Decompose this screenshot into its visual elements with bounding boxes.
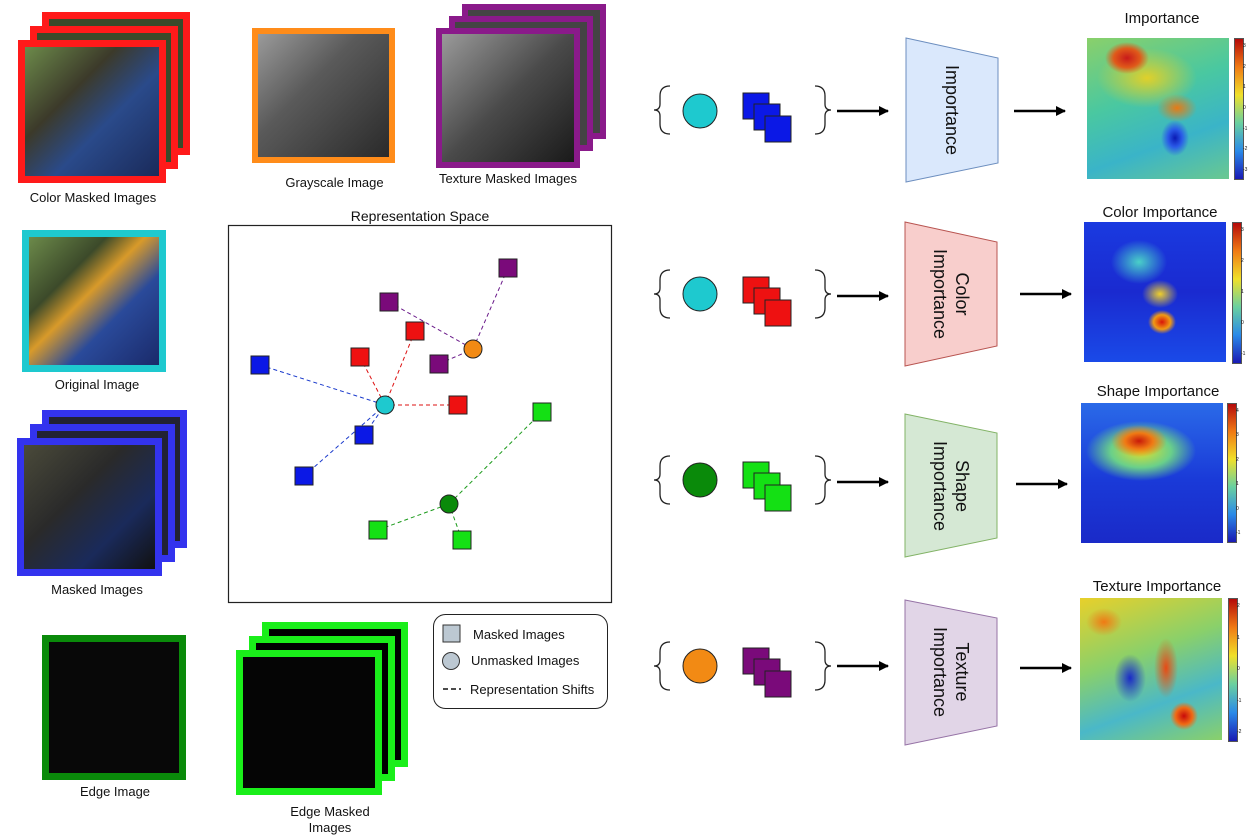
- colorbar-tick-label: -1: [1237, 697, 1242, 704]
- colorbar-tick-label: -3: [1243, 167, 1248, 173]
- heatmap-texture: [1080, 598, 1222, 740]
- green-square: [368, 520, 388, 540]
- heatmap-title-texture: Texture Importance: [1092, 578, 1222, 595]
- edge-label: Edge Image: [79, 784, 151, 799]
- green-square: [452, 530, 472, 550]
- pipeline-row-texture: [653, 599, 1072, 746]
- colorbar-tick-label: 2: [1243, 63, 1246, 70]
- representation-space-title: Representation Space: [350, 208, 490, 224]
- colorbar-tick-label: 2: [1241, 258, 1244, 264]
- colorbar-ticks-shape: 4 3 2 1 0 -1: [1236, 403, 1251, 541]
- texture-masked-label: Texture Masked Images: [438, 171, 577, 186]
- colorbar-tick-label: 1: [1236, 481, 1239, 488]
- colorbar-shape: [1227, 403, 1237, 543]
- grayscale-label: Grayscale Image: [285, 175, 384, 190]
- green-square: [532, 402, 552, 422]
- red-square: [350, 347, 370, 367]
- heatmap-importance: [1087, 38, 1229, 179]
- colorbar-tick-label: -1: [1241, 351, 1246, 357]
- block-label-importance: Importance: [942, 64, 962, 156]
- colorbar-ticks-color: 3 2 1 0 -1: [1241, 222, 1256, 362]
- colorbar-tick-label: 1: [1241, 289, 1244, 295]
- cyan-circle: [375, 395, 395, 415]
- heatmap-title-shape: Shape Importance: [1096, 383, 1220, 400]
- legend-unmasked: Unmasked Images: [471, 653, 580, 668]
- colorbar-tick-label: -2: [1237, 729, 1242, 735]
- purple-square: [498, 258, 518, 278]
- red-square: [448, 395, 468, 415]
- colorbar-tick-label: 2: [1236, 456, 1239, 463]
- colorbar-tick-label: 2: [1237, 603, 1240, 609]
- colorbar-texture: [1228, 598, 1238, 742]
- colorbar-importance: [1234, 38, 1244, 180]
- block-label-color: Color Importance: [930, 248, 972, 340]
- colorbar-tick-label: 3: [1236, 432, 1239, 439]
- colorbar-ticks-importance: 3 2 1 0 -1 -2 -3: [1243, 38, 1256, 178]
- colorbar-tick-label: 0: [1243, 105, 1246, 111]
- legend-box: [433, 614, 608, 709]
- pipeline-row-importance: [653, 37, 1066, 183]
- legend-masked: Masked Images: [473, 627, 565, 642]
- color-masked-label: Color Masked Images: [29, 190, 157, 205]
- heatmap-shape: [1081, 403, 1223, 543]
- legend-shift: Representation Shifts: [470, 682, 595, 697]
- purple-square: [379, 292, 399, 312]
- block-label-texture: Texture Importance: [930, 626, 972, 718]
- colorbar-tick-label: 1: [1237, 634, 1240, 641]
- colorbar-tick-label: 1: [1243, 84, 1246, 91]
- colorbar-tick-label: 3: [1243, 43, 1246, 49]
- colorbar-tick-label: 0: [1236, 505, 1239, 512]
- block-label-shape: Shape Importance: [930, 440, 972, 532]
- parrot-image: [18, 40, 166, 183]
- blue-square: [250, 355, 270, 375]
- colorbar-tick-label: -2: [1243, 146, 1248, 153]
- heatmap-title-color: Color Importance: [1102, 204, 1218, 221]
- orange-circle: [463, 339, 483, 359]
- pipeline-row-shape: [653, 413, 1068, 558]
- purple-square: [429, 354, 449, 374]
- colorbar-tick-label: 0: [1237, 666, 1240, 672]
- colorbar-tick-label: -1: [1236, 530, 1241, 536]
- heatmap-color: [1084, 222, 1226, 362]
- blue-square: [354, 425, 374, 445]
- edge-masked-label: Edge Masked Images: [290, 804, 370, 835]
- masked-label: Masked Images: [51, 582, 143, 597]
- pipeline-row-color: [653, 221, 1072, 367]
- heatmap-title-importance: Importance: [1124, 10, 1200, 27]
- colorbar-tick-label: 0: [1241, 320, 1244, 326]
- red-square: [405, 321, 425, 341]
- original-label: Original Image: [54, 377, 140, 392]
- original-image: [22, 230, 166, 372]
- grayscale-image: [252, 28, 395, 163]
- green-circle: [439, 494, 459, 514]
- colorbar-ticks-texture: 2 1 0 -1 -2: [1237, 598, 1252, 740]
- colorbar-tick-label: 4: [1236, 408, 1239, 414]
- colorbar-color: [1232, 222, 1242, 364]
- colorbar-tick-label: -1: [1243, 125, 1248, 132]
- colorbar-tick-label: 3: [1241, 227, 1244, 233]
- edge-image: [42, 635, 186, 780]
- blue-square: [294, 466, 314, 486]
